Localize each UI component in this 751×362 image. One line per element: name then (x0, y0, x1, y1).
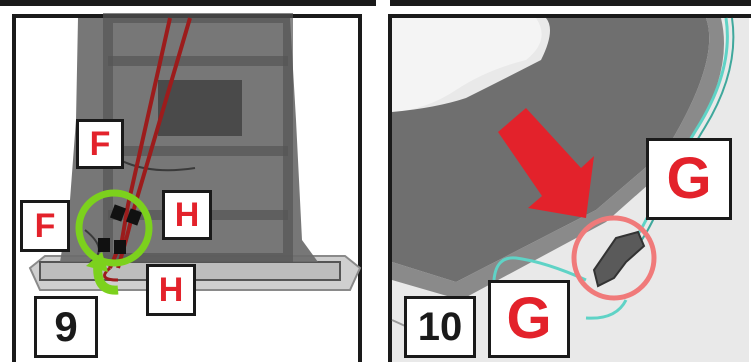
label-h-bottom: H (146, 264, 196, 316)
step-number: 9 (34, 296, 98, 358)
label-g-top: G (646, 138, 732, 220)
frame-bar-2 (108, 146, 288, 156)
step-10-panel: G G 10 (376, 0, 751, 362)
connector-block (114, 240, 126, 254)
step-number: 10 (404, 296, 476, 358)
top-frame-strip (390, 0, 751, 6)
label-f-top: F (76, 119, 124, 169)
connector-block (98, 238, 110, 252)
label-f-left: F (20, 200, 70, 252)
step-9-panel: F F H H 9 (0, 0, 376, 362)
top-frame-strip (0, 0, 376, 6)
label-g-bottom: G (488, 280, 570, 358)
label-h-right: H (162, 190, 212, 240)
frame-bar-1 (108, 56, 288, 66)
